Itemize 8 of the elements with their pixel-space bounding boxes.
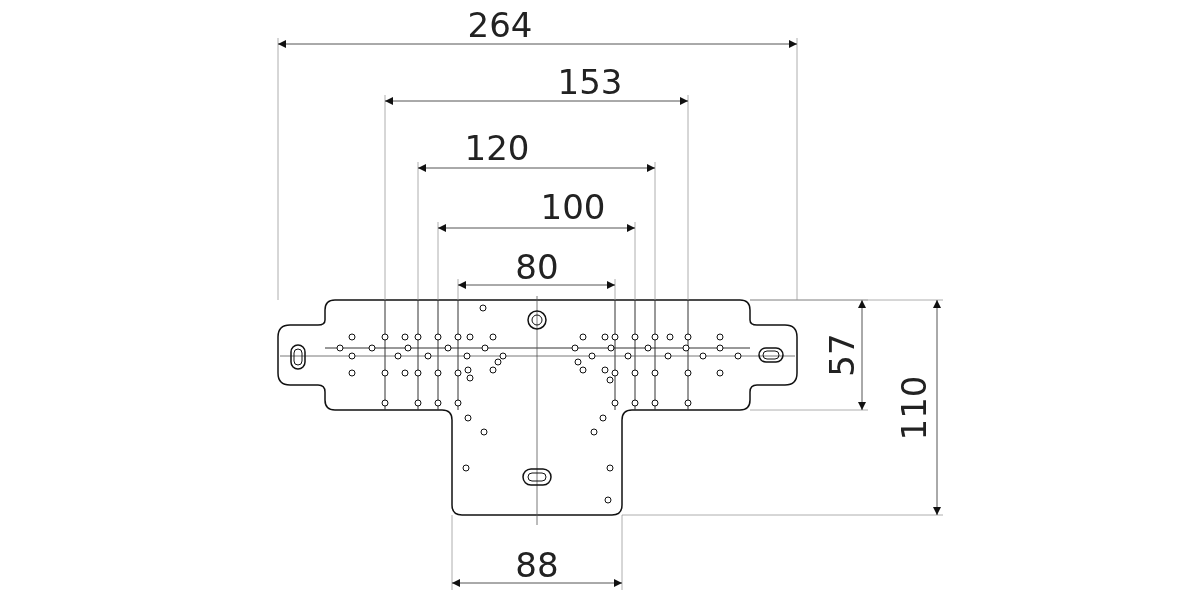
dimension-value: 120 <box>464 131 530 165</box>
dimension-value: 57 <box>825 333 859 377</box>
dimension-value: 100 <box>540 190 606 224</box>
dimension-value: 110 <box>897 375 931 441</box>
dimension-value: 153 <box>557 65 623 99</box>
dimension-value: 264 <box>467 8 533 42</box>
dimension-value: 80 <box>515 250 559 284</box>
dimension-value: 88 <box>515 548 559 582</box>
